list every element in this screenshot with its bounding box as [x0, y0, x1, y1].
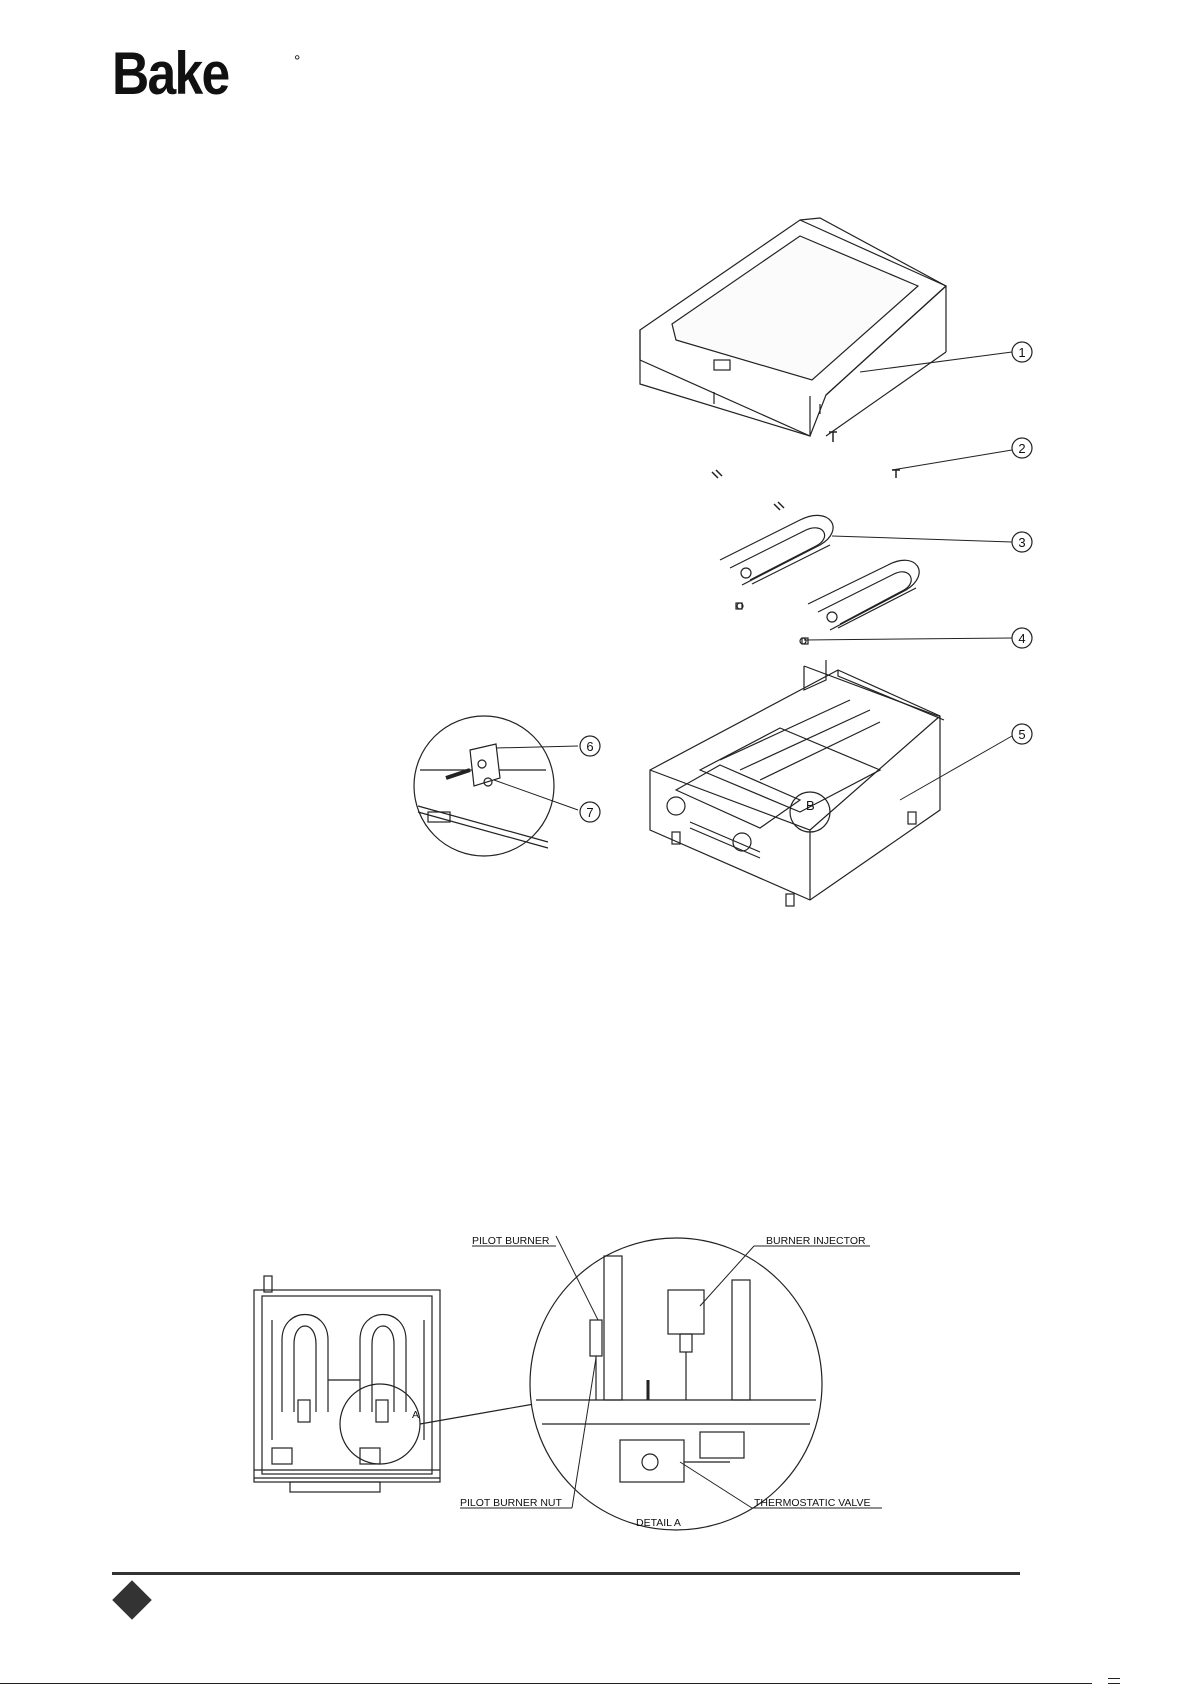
callout-4: 4 [1018, 631, 1025, 646]
callout-5: 5 [1018, 727, 1025, 742]
u-burner-tubes [720, 515, 919, 644]
griddle-plate [640, 218, 946, 436]
page-edge-rule [0, 1683, 1092, 1684]
burner-injector-label: BURNER INJECTOR [766, 1235, 866, 1247]
callout-3: 3 [1018, 535, 1025, 550]
detail-a-caption: DETAIL A [636, 1517, 681, 1529]
page-edge-mark [1108, 1678, 1120, 1684]
appliance-base [650, 660, 944, 906]
pilot-burner-nut-label: PILOT BURNER NUT [460, 1497, 562, 1509]
footer-rule [112, 1572, 1020, 1575]
callout-2: 2 [1018, 441, 1025, 456]
section-a-marker: A [412, 1409, 419, 1421]
detail-a-circle [530, 1238, 822, 1530]
callout-1: 1 [1018, 345, 1025, 360]
detail-b-marker: B [806, 798, 815, 813]
callout-6: 6 [586, 739, 593, 754]
detail-b-circle [414, 716, 554, 856]
pilot-burner-label: PILOT BURNER [472, 1235, 550, 1247]
fastener-screws [712, 432, 900, 510]
injector-nozzles [736, 603, 808, 644]
callout-7: 7 [586, 805, 593, 820]
top-view-burners [254, 1276, 534, 1492]
thermostatic-valve-label: THERMOSTATIC VALVE [754, 1497, 870, 1509]
